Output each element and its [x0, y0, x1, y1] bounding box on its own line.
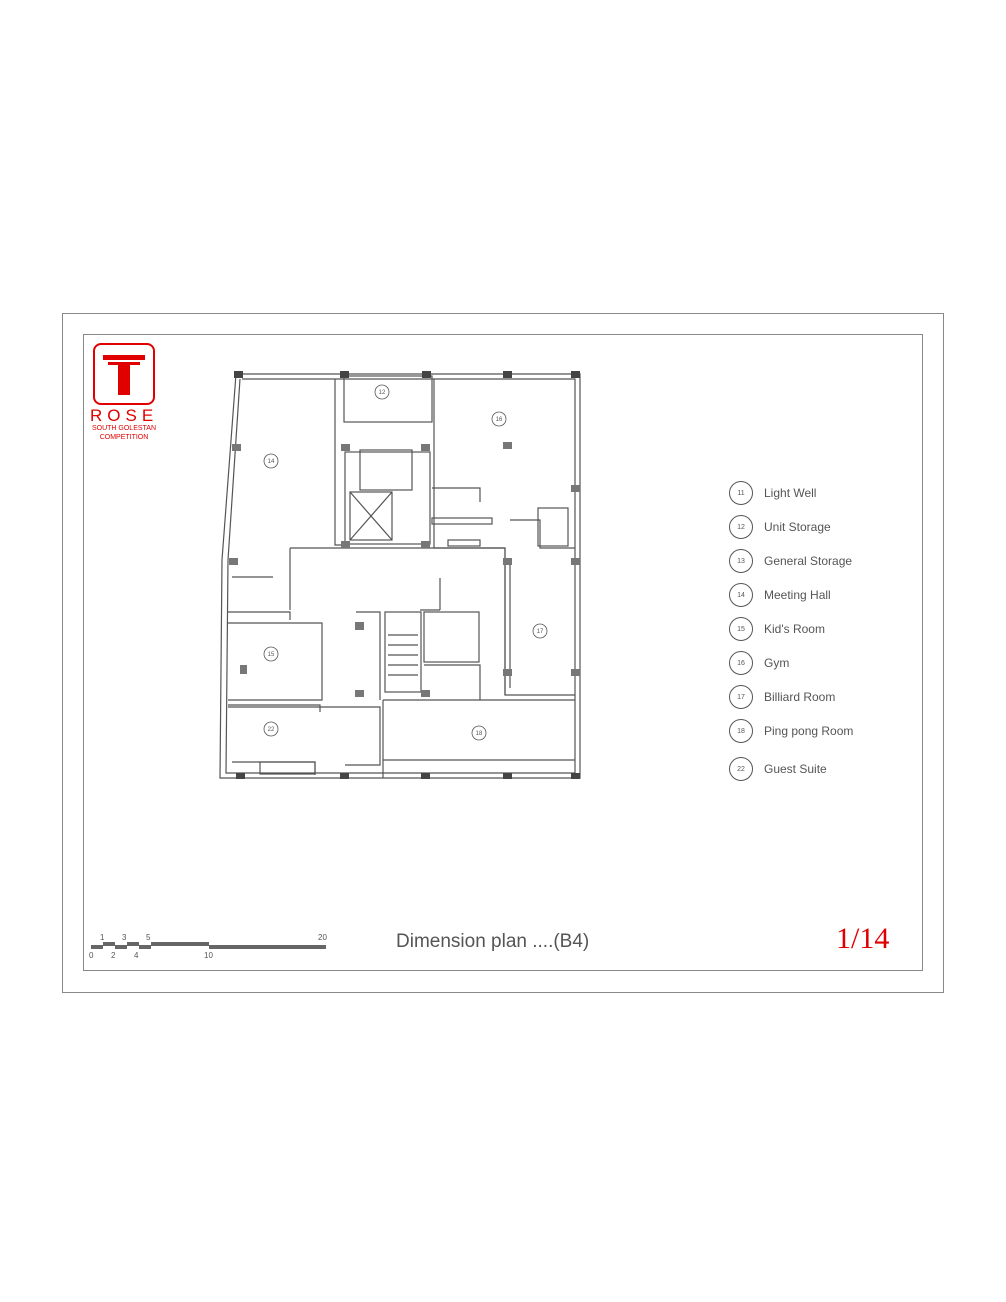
legend-item: 11 Light Well	[729, 476, 853, 510]
legend-label: Unit Storage	[764, 520, 831, 534]
columns	[229, 371, 580, 779]
sheet-inner-border	[83, 334, 923, 971]
scale-label: 0	[89, 951, 94, 960]
legend-number: 22	[729, 757, 753, 781]
room-legend: 11 Light Well 12 Unit Storage 13 General St…	[729, 476, 853, 786]
legend-item: 16 Gym	[729, 646, 853, 680]
legend-number: 18	[729, 719, 753, 743]
legend-number: 15	[729, 617, 753, 641]
logo-subtitle: SOUTH GOLESTAN	[91, 425, 157, 432]
legend-item: 22 Guest Suite	[729, 752, 853, 786]
sheet-number: 1/14	[836, 922, 890, 955]
legend-item: 12 Unit Storage	[729, 510, 853, 544]
room-tag: 15	[268, 652, 275, 658]
legend-item: 15 Kid's Room	[729, 612, 853, 646]
legend-number: 16	[729, 651, 753, 675]
scale-label: 1	[100, 933, 105, 942]
outer-wall	[219, 373, 581, 779]
legend-item: 13 General Storage	[729, 544, 853, 578]
legend-label: Ping pong Room	[764, 724, 854, 738]
logo-t-icon	[93, 343, 155, 405]
room-tags	[263, 384, 548, 741]
legend-number: 12	[729, 515, 753, 539]
drawing-title: Dimension plan ....(B4)	[396, 931, 590, 952]
legend-label: Billiard Room	[764, 690, 836, 704]
legend-label: Kid's Room	[764, 622, 825, 636]
scale-label: 10	[204, 951, 213, 960]
legend-item: 17 Billiard Room	[729, 680, 853, 714]
room-tag: 14	[268, 459, 275, 465]
legend-label: Meeting Hall	[764, 588, 831, 602]
legend-number: 13	[729, 549, 753, 573]
scale-label: 3	[122, 933, 127, 942]
room-tag: 12	[379, 390, 386, 396]
scale-label: 4	[134, 951, 139, 960]
legend-number: 11	[729, 481, 753, 505]
legend-label: Light Well	[764, 486, 817, 500]
legend-label: Guest Suite	[764, 762, 827, 776]
room-tag: 17	[537, 629, 544, 635]
legend-item: 18 Ping pong Room	[729, 714, 853, 748]
room-tag: 16	[496, 417, 503, 423]
legend-number: 14	[729, 583, 753, 607]
scale-label: 2	[111, 951, 116, 960]
legend-label: Gym	[764, 656, 790, 670]
sheet-outer-border	[62, 313, 944, 993]
room-tag: 22	[268, 727, 275, 733]
rose-logo: ROSE SOUTH GOLESTAN COMPETITION	[90, 343, 158, 442]
scale-label: 5	[146, 933, 151, 942]
logo-tagline: COMPETITION	[99, 434, 149, 441]
logo-name: ROSE	[90, 406, 159, 425]
scale-label: 20	[318, 933, 327, 942]
legend-item: 14 Meeting Hall	[729, 578, 853, 612]
outer-wall-inner	[225, 378, 576, 774]
legend-label: General Storage	[764, 554, 853, 568]
scale-bar	[91, 942, 326, 949]
interior-walls	[228, 375, 575, 778]
legend-number: 17	[729, 685, 753, 709]
room-tag: 18	[476, 731, 483, 737]
